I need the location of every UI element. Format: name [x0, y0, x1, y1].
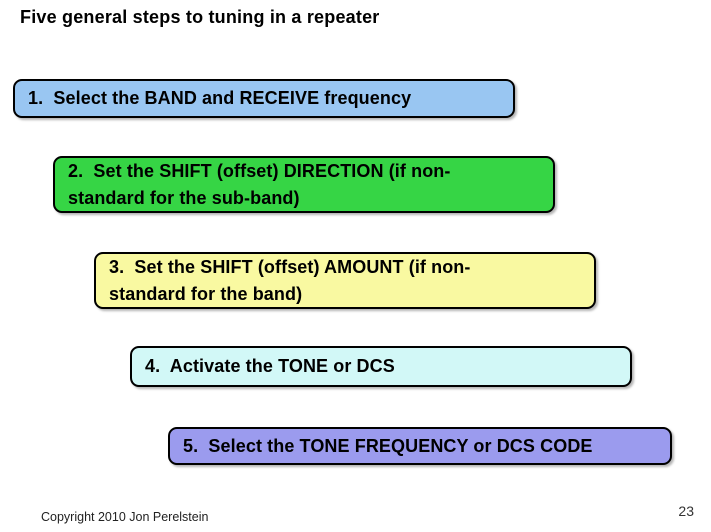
- step-box-4: 4. Activate the TONE or DCS: [130, 346, 632, 387]
- step-2-label: 2. Set the SHIFT (offset) DIRECTION (if …: [68, 160, 451, 208]
- step-4-label: 4. Activate the TONE or DCS: [145, 356, 395, 376]
- step-box-1: 1. Select the BAND and RECEIVE frequency: [13, 79, 515, 118]
- step-3-label: 3. Set the SHIFT (offset) AMOUNT (if non…: [109, 256, 471, 304]
- step-5-label: 5. Select the TONE FREQUENCY or DCS CODE: [183, 435, 593, 456]
- step-box-3: 3. Set the SHIFT (offset) AMOUNT (if non…: [94, 252, 596, 309]
- step-box-2: 2. Set the SHIFT (offset) DIRECTION (if …: [53, 156, 555, 213]
- step-1-label: 1. Select the BAND and RECEIVE frequency: [28, 88, 412, 108]
- slide-title: Five general steps to tuning in a repeat…: [20, 7, 380, 27]
- step-box-5: 5. Select the TONE FREQUENCY or DCS CODE: [168, 427, 672, 465]
- page-number: 23: [678, 503, 694, 519]
- copyright-text: Copyright 2010 Jon Perelstein: [41, 510, 209, 524]
